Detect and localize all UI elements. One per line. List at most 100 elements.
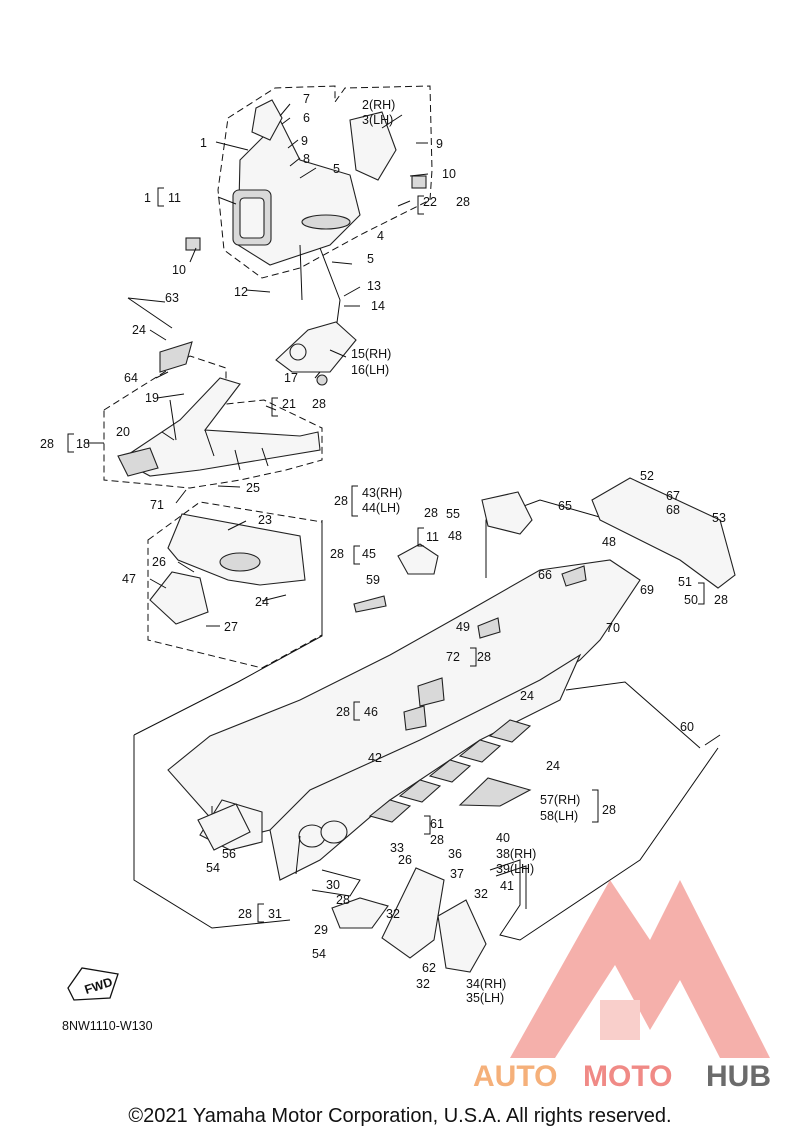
callout-54b: 54 <box>312 947 326 961</box>
callout-16lh: 16(LH) <box>351 363 389 377</box>
callout-22: 22 <box>423 195 437 209</box>
callout-50: 50 <box>684 593 698 607</box>
copyright-notice: ©2021 Yamaha Motor Corporation, U.S.A. A… <box>128 1105 671 1127</box>
callout-28h: 28 <box>477 650 491 664</box>
callout-8: 8 <box>303 152 310 166</box>
callout-28d: 28 <box>334 494 348 508</box>
callout-27: 27 <box>224 620 238 634</box>
steering-brackets <box>127 297 357 386</box>
fwd-arrow-icon: FWD <box>67 967 119 1001</box>
callout-24d: 24 <box>546 759 560 773</box>
bracket-marks <box>67 187 705 923</box>
callout-18: 18 <box>76 437 90 451</box>
callout-34rh: 34(RH) <box>466 977 506 991</box>
callout-7: 7 <box>303 92 310 106</box>
callout-31: 31 <box>268 907 282 921</box>
callout-12: 12 <box>234 285 248 299</box>
callout-28j: 28 <box>602 803 616 817</box>
callout-1b: 1 <box>144 191 151 205</box>
rear-frame <box>353 477 736 731</box>
front-frame <box>117 377 321 477</box>
callout-32b: 32 <box>386 907 400 921</box>
callout-5b: 5 <box>367 252 374 266</box>
callout-28a: 28 <box>456 195 470 209</box>
callout-48a: 48 <box>448 529 462 543</box>
callout-26b: 26 <box>398 853 412 867</box>
running-boards <box>197 734 721 973</box>
callout-30: 30 <box>326 878 340 892</box>
callout-20: 20 <box>116 425 130 439</box>
callout-33: 33 <box>390 841 404 855</box>
callout-25: 25 <box>246 481 260 495</box>
callout-61: 61 <box>430 817 444 831</box>
main-tunnel <box>167 559 641 897</box>
callout-28e: 28 <box>424 506 438 520</box>
callout-47: 47 <box>122 572 136 586</box>
callout-1: 1 <box>200 136 207 150</box>
callout-5a: 5 <box>333 162 340 176</box>
callout-66: 66 <box>538 568 552 582</box>
callout-68: 68 <box>666 503 680 517</box>
callout-60: 60 <box>680 720 694 734</box>
callout-42: 42 <box>368 751 382 765</box>
watermark-auto: AUTO <box>473 1060 557 1093</box>
callout-14: 14 <box>371 299 385 313</box>
callout-17: 17 <box>284 371 298 385</box>
diagram-code: 8NW1110-W130 <box>62 1019 153 1033</box>
callout-28c: 28 <box>40 437 54 451</box>
front-upper-group-outline <box>217 85 433 279</box>
callout-24a: 24 <box>132 323 146 337</box>
watermark-text: AUTO MOTO HUB <box>473 1060 771 1093</box>
callout-21: 21 <box>282 397 296 411</box>
callout-44lh: 44(LH) <box>362 501 400 515</box>
callout-62: 62 <box>422 961 436 975</box>
callout-63: 63 <box>165 291 179 305</box>
callout-64: 64 <box>124 371 138 385</box>
watermark-hub: HUB <box>706 1060 771 1093</box>
chassis-group-outline <box>133 520 323 929</box>
callout-65: 65 <box>558 499 572 513</box>
callout-46: 46 <box>364 705 378 719</box>
callout-43rh: 43(RH) <box>362 486 402 500</box>
callout-32c: 32 <box>416 977 430 991</box>
callout-56: 56 <box>222 847 236 861</box>
callout-72: 72 <box>446 650 460 664</box>
callout-11b: 11 <box>426 530 439 544</box>
callout-40: 40 <box>496 831 510 845</box>
callout-49: 49 <box>456 620 470 634</box>
callout-38rh: 38(RH) <box>496 847 536 861</box>
front-frame-group-outline <box>103 355 323 489</box>
callout-labels: 7 6 1 9 8 5 2(RH) 3(LH) 9 10 1 11 22 28 … <box>40 92 728 1005</box>
callout-53: 53 <box>712 511 726 525</box>
callout-58lh: 58(LH) <box>540 809 578 823</box>
callout-37: 37 <box>450 867 464 881</box>
callout-54a: 54 <box>206 861 220 875</box>
callout-32a: 32 <box>474 887 488 901</box>
front-covers <box>149 513 306 625</box>
callout-24c: 24 <box>520 689 534 703</box>
callout-29: 29 <box>314 923 328 937</box>
callout-11: 11 <box>168 191 181 205</box>
callout-9a: 9 <box>301 134 308 148</box>
callout-26a: 26 <box>152 555 166 569</box>
callout-52: 52 <box>640 469 654 483</box>
callout-59: 59 <box>366 573 380 587</box>
callout-55: 55 <box>446 507 460 521</box>
callout-45: 45 <box>362 547 376 561</box>
callout-13: 13 <box>367 279 381 293</box>
callout-35lh: 35(LH) <box>466 991 504 1005</box>
callout-28m: 28 <box>238 907 252 921</box>
callout-28g: 28 <box>714 593 728 607</box>
callout-6: 6 <box>303 111 310 125</box>
leader-lines <box>88 103 429 627</box>
callout-28b: 28 <box>312 397 326 411</box>
callout-41: 41 <box>500 879 514 893</box>
callout-51: 51 <box>678 575 692 589</box>
callout-19: 19 <box>145 391 159 405</box>
callout-57rh: 57(RH) <box>540 793 580 807</box>
callout-4: 4 <box>377 229 384 243</box>
callout-28l: 28 <box>336 893 350 907</box>
callout-48b: 48 <box>602 535 616 549</box>
callout-71: 71 <box>150 498 164 512</box>
